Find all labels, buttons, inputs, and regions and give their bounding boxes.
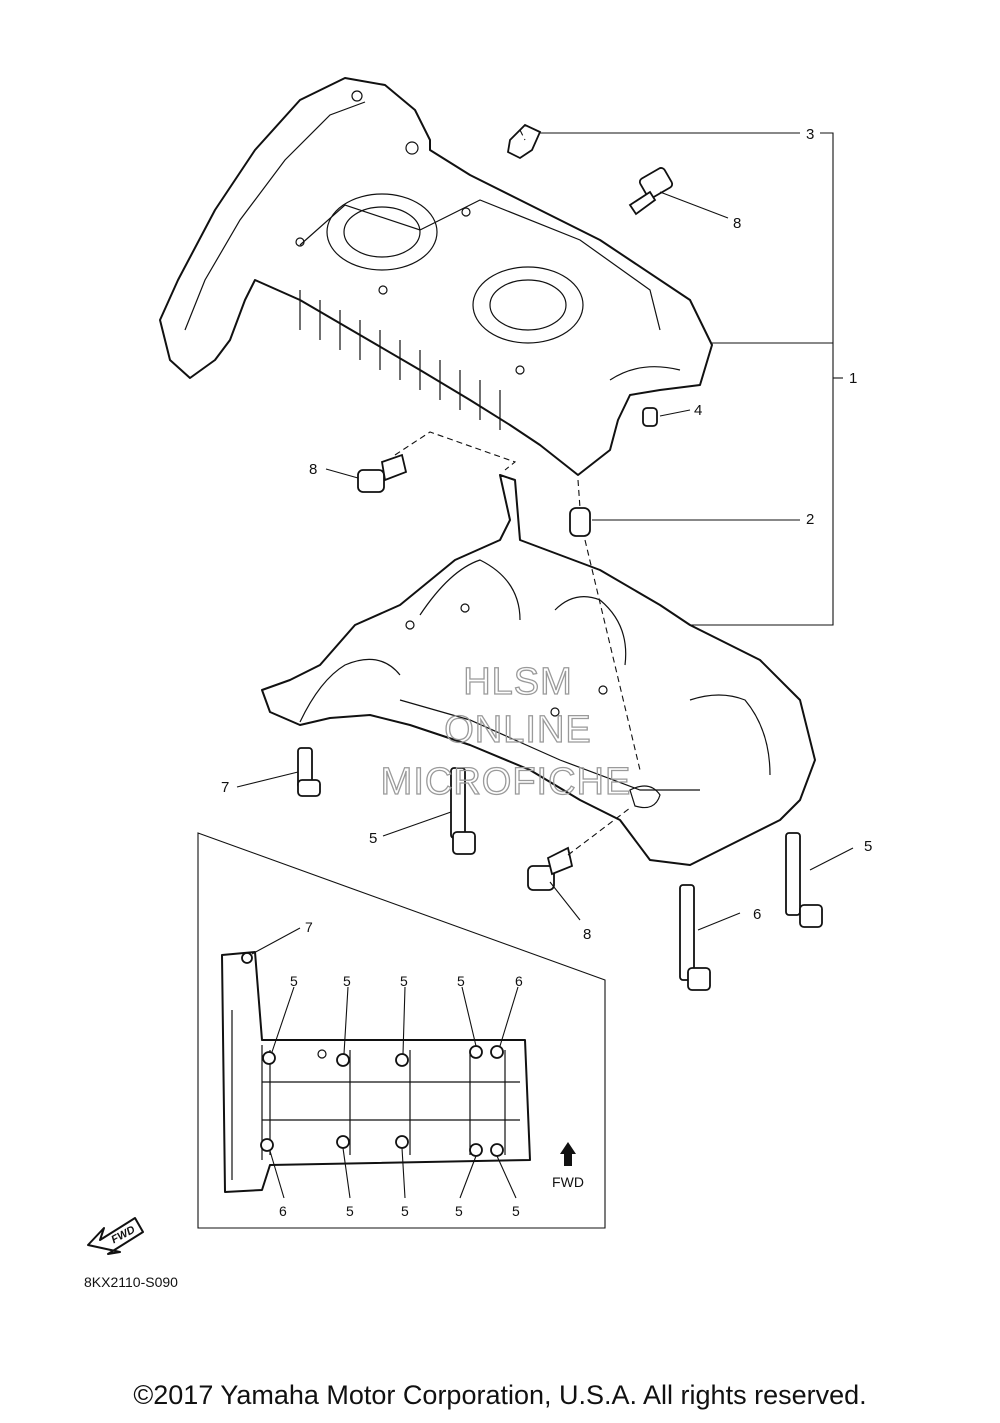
bolt-8-top [628,167,674,216]
leader-lines [236,132,854,931]
callout-8-top: 8 [733,215,741,232]
bolt-5-center [450,767,476,855]
bolt-7 [297,747,321,797]
callout-8-left: 8 [309,461,317,478]
upper-crankcase [159,77,713,476]
inset-label-top-5c: 5 [400,973,408,989]
inset-label-bottom-5a: 5 [346,1203,354,1219]
assembly-lines [394,129,641,856]
callout-5-right: 5 [864,838,872,855]
inset-label-7: 7 [305,919,313,935]
inset-label-bottom-5c: 5 [455,1203,463,1219]
callout-4: 4 [694,402,702,419]
bolt-3 [507,123,542,160]
inset-label-bottom-5d: 5 [512,1203,520,1219]
callout-3: 3 [806,126,814,143]
callout-5-left: 5 [369,830,377,847]
inset-label-bottom-6: 6 [279,1203,287,1219]
dowel-4 [642,407,658,427]
inset-label-top-5d: 5 [457,973,465,989]
watermark-line-1: HLSM [463,661,573,703]
lower-crankcase [261,474,816,866]
inset-label-bottom-5b: 5 [401,1203,409,1219]
watermark-line-2: ONLINE [444,709,591,751]
bolt-6 [679,884,711,991]
bolt-8-bottom [527,846,574,891]
callout-2: 2 [806,511,814,528]
copyright-notice: ©2017 Yamaha Motor Corporation, U.S.A. A… [133,1380,867,1410]
bolt-8-left [357,453,408,493]
inset-label-top-5a: 5 [290,973,298,989]
callout-8-bottom: 8 [583,926,591,943]
inset-label-top-5b: 5 [343,973,351,989]
bolt-5-right [785,832,823,928]
callout-1: 1 [849,370,857,387]
diagram-code: 8KX2110-S090 [84,1274,178,1290]
inset-fwd-label: FWD [552,1174,584,1190]
dowel-2 [569,507,591,537]
watermark: HLSM ONLINE MICROFICHE [380,660,632,803]
callout-6: 6 [753,906,761,923]
watermark-line-3: MICROFICHE [381,761,632,803]
inset-panel [197,832,606,1229]
fwd-arrow-icon [560,1142,576,1166]
callout-7: 7 [221,779,229,796]
fwd-badge-icon: FWD [87,1217,144,1255]
inset-label-top-6: 6 [515,973,523,989]
